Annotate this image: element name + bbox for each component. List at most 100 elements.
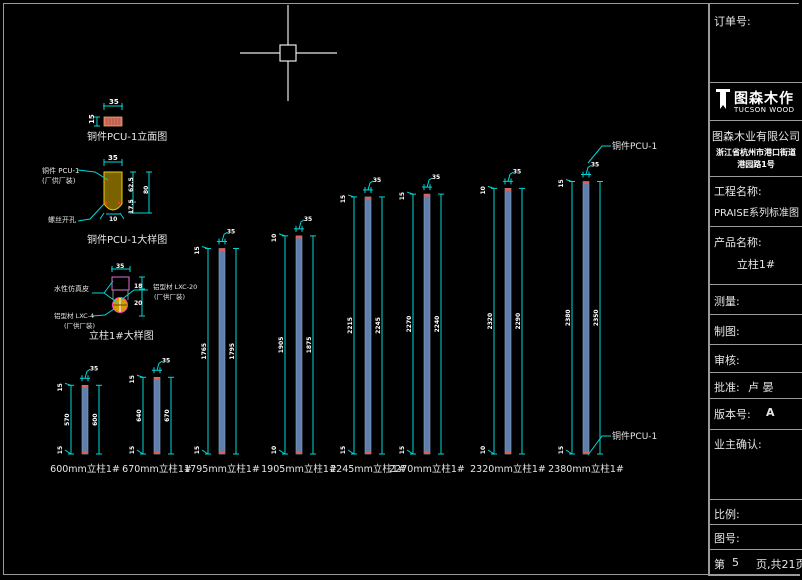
logo-cn-text: 图森木作 xyxy=(734,91,794,107)
logo-cell: 图森木作 TUCSON WOOD xyxy=(710,83,802,121)
post-width-dim: 35 xyxy=(162,357,170,364)
post-top-cap xyxy=(424,194,430,197)
pcu-elevation-width-dim: 35 xyxy=(109,98,119,106)
post-bottom-cap xyxy=(154,451,160,454)
post-bottom-cap xyxy=(365,451,371,454)
post-detail-wood-label: 水性仿真皮 xyxy=(54,284,89,293)
pcu-large-detail: 35 62.5 80 17.5 10 铜件 PCU-1 (厂供厂装) 螺丝开孔 … xyxy=(42,154,167,246)
post-bottom-dim: 15 xyxy=(194,446,201,454)
approve-cell: 批准: 卢 晏 xyxy=(710,373,802,399)
company-logo: 图森木作 TUCSON WOOD xyxy=(716,87,796,117)
pcu-detail-hole-label: 螺丝开孔 xyxy=(48,215,76,224)
post-section-detail: 35 18 20 水性仿真皮 铝型材 LXC-20 (厂供厂装) 铝型材 LXC… xyxy=(54,263,197,342)
post-top-cap xyxy=(296,235,302,239)
post-dimension-lines xyxy=(136,360,174,455)
post-top-dim: 10 xyxy=(271,234,278,242)
pcu-elevation-height-dim: 15 xyxy=(88,114,96,124)
post-left-dim: 2270 xyxy=(406,316,413,333)
post-width-dim: 35 xyxy=(304,216,312,223)
post-name-label: 2380mm立柱1# xyxy=(548,463,624,475)
post-detail-alu-top-1: 铝型材 LXC-20 xyxy=(153,282,197,291)
company-cell: 图森木业有限公司 浙江省杭州市港口街道 港园路1号 xyxy=(710,121,802,177)
post-bottom-cap xyxy=(82,451,88,454)
post-name-label: 1905mm立柱1# xyxy=(261,463,337,475)
post-top-cap xyxy=(219,248,225,251)
post-width-dim: 35 xyxy=(591,161,599,168)
owner-confirm-cell: 业主确认: xyxy=(710,430,802,500)
company-name: 图森木业有限公司 xyxy=(712,130,800,143)
post-width-dim: 35 xyxy=(513,168,521,175)
post-bottom-cap xyxy=(505,451,511,454)
post-bottom-dim: 15 xyxy=(399,446,406,454)
post-detail-alu-top-2: (厂供厂装) xyxy=(154,292,185,301)
pcu-detail-bottom-dim: 10 xyxy=(109,216,117,223)
version-label: 版本号: xyxy=(714,408,751,421)
post-right-dim: 670 xyxy=(164,409,171,422)
post-top-dim: 15 xyxy=(558,179,565,187)
drawing-no-cell: 图号: xyxy=(710,525,802,550)
post-dimension-lines xyxy=(278,219,316,455)
survey-label: 测量: xyxy=(714,295,740,308)
drawn-label: 制图: xyxy=(714,325,740,338)
project-label: 工程名称: xyxy=(714,185,762,198)
post-left-dim: 640 xyxy=(136,409,143,422)
post-width-dim: 35 xyxy=(373,177,381,184)
product-cell: 产品名称: 立柱1# xyxy=(710,227,802,285)
post-top-dim: 15 xyxy=(340,195,347,203)
scale-label: 比例: xyxy=(714,508,740,521)
pcu-detail-upper-dim: 62.5 xyxy=(128,177,135,192)
page-label: 第 xyxy=(714,558,725,571)
approve-label: 批准: xyxy=(714,381,740,394)
post-dimension-lines xyxy=(565,165,603,455)
company-address-line2: 港园路1号 xyxy=(737,160,775,169)
post-left-dim: 2320 xyxy=(487,313,494,330)
post-right-dim: 600 xyxy=(92,413,99,426)
scale-cell: 比例: xyxy=(710,500,802,525)
pcu-callouts: 铜件PCU-1 铜件PCU-1 xyxy=(587,140,657,456)
post-top-cap xyxy=(505,188,511,191)
post-top-dim: 15 xyxy=(194,246,201,254)
pcu-detail-part-label-2: (厂供厂装) xyxy=(42,176,76,185)
post-left-dim: 2380 xyxy=(565,309,572,326)
post-elevation: 2380 2350 15 15 35 2380mm立柱1# xyxy=(548,161,624,475)
post-top-dim: 15 xyxy=(129,375,136,383)
order-no-label: 订单号: xyxy=(714,15,751,28)
post-left-dim: 1905 xyxy=(278,337,285,354)
post-width-dim: 35 xyxy=(90,365,98,372)
company-address-line1: 浙江省杭州市港口街道 xyxy=(716,148,796,157)
logo-en-text: TUCSON WOOD xyxy=(734,106,795,114)
post-bottom-dim: 10 xyxy=(271,446,278,454)
post-right-dim: 2350 xyxy=(593,309,600,326)
survey-cell: 测量: xyxy=(710,285,802,315)
post-bottom-dim: 15 xyxy=(340,446,347,454)
post-top-cap xyxy=(82,385,88,388)
post-width-dim: 35 xyxy=(227,228,235,235)
post-detail-alu-bottom-1: 铝型材 LXC-4 xyxy=(54,311,94,320)
post-name-label: 670mm立柱1# xyxy=(122,463,192,475)
page-current: 5 xyxy=(732,556,739,569)
post-bottom-cap xyxy=(219,451,225,454)
product-label: 产品名称: xyxy=(714,236,762,249)
post-name-label: 2320mm立柱1# xyxy=(470,463,546,475)
page-total: 页,共21页 xyxy=(756,558,802,571)
pcu-detail-part-label-1: 铜件 PCU-1 xyxy=(42,166,79,175)
post-right-dim: 2240 xyxy=(434,316,441,333)
owner-confirm-label: 业主确认: xyxy=(714,438,762,451)
pcu-detail-width-dim: 35 xyxy=(108,154,118,162)
version-cell: 版本号: A xyxy=(710,399,802,430)
post-detail-title: 立柱1#大样图 xyxy=(89,329,154,342)
post-bottom-dim: 15 xyxy=(558,446,565,454)
post-left-dim: 2215 xyxy=(347,317,354,334)
post-dimension-lines xyxy=(347,180,385,455)
post-width-dim: 35 xyxy=(432,174,440,181)
post-right-dim: 2245 xyxy=(375,317,382,334)
approve-value: 卢 晏 xyxy=(748,381,774,394)
